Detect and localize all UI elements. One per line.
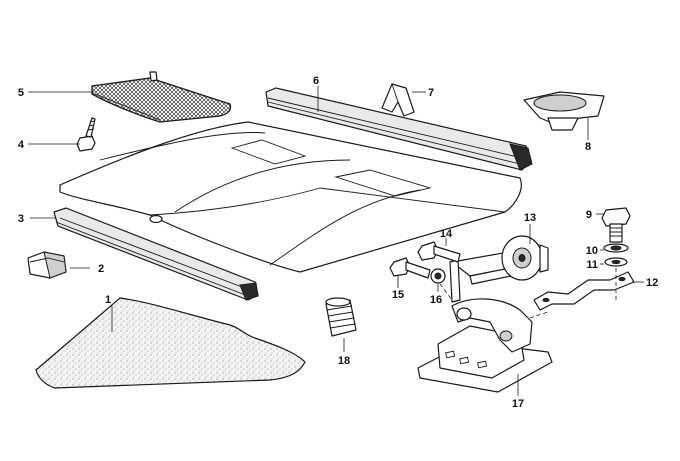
callout-3: 3: [18, 213, 24, 225]
callout-13: 13: [524, 212, 536, 224]
callout-9: 9: [586, 209, 592, 221]
hood-panel: [59, 121, 522, 273]
part-1-insulation-mat: [35, 297, 306, 389]
callout-1: 1: [105, 294, 111, 306]
part-9-bolt: [601, 207, 631, 243]
callout-16: 16: [430, 294, 442, 306]
part-6-rear-seal: [265, 87, 533, 171]
part-13-pulley-hinge: [449, 235, 549, 303]
callout-2: 2: [98, 263, 104, 275]
callout-17: 17: [512, 398, 524, 410]
callout-4: 4: [18, 139, 25, 151]
part-10-washer: [603, 243, 629, 253]
part-17-hinge-base: [417, 298, 553, 393]
callout-8: 8: [585, 141, 591, 153]
callout-11: 11: [586, 259, 598, 271]
callout-12: 12: [646, 277, 658, 289]
part-14-bolt: [417, 241, 461, 263]
alignment-line: [529, 311, 549, 319]
alignment-line: [439, 283, 453, 301]
callout-6: 6: [313, 75, 319, 87]
part-12-strap-bracket: [533, 271, 635, 311]
part-11-lock-washer: [604, 257, 628, 267]
part-3-front-seal: [53, 207, 259, 301]
part-15-bolt: [389, 257, 431, 279]
callout-18: 18: [338, 355, 350, 367]
callout-15: 15: [392, 289, 404, 301]
part-2-rubber-buffer: [27, 251, 67, 279]
callout-labels: 1 2 3 4 5 6 7 8 9 10 11 12 13 14 15 16 1…: [18, 75, 658, 410]
callout-14: 14: [440, 228, 453, 240]
leader-lines: [28, 86, 644, 396]
callout-5: 5: [18, 87, 24, 99]
part-4-screw: [76, 117, 96, 152]
part-5-air-grille: [91, 71, 232, 123]
part-18-rubber-stop: [325, 297, 357, 337]
part-8-support-cup: [523, 91, 605, 131]
callout-10: 10: [586, 245, 598, 257]
callout-7: 7: [428, 87, 434, 99]
part-7-clip: [381, 83, 415, 117]
part-16-washer: [430, 268, 446, 284]
